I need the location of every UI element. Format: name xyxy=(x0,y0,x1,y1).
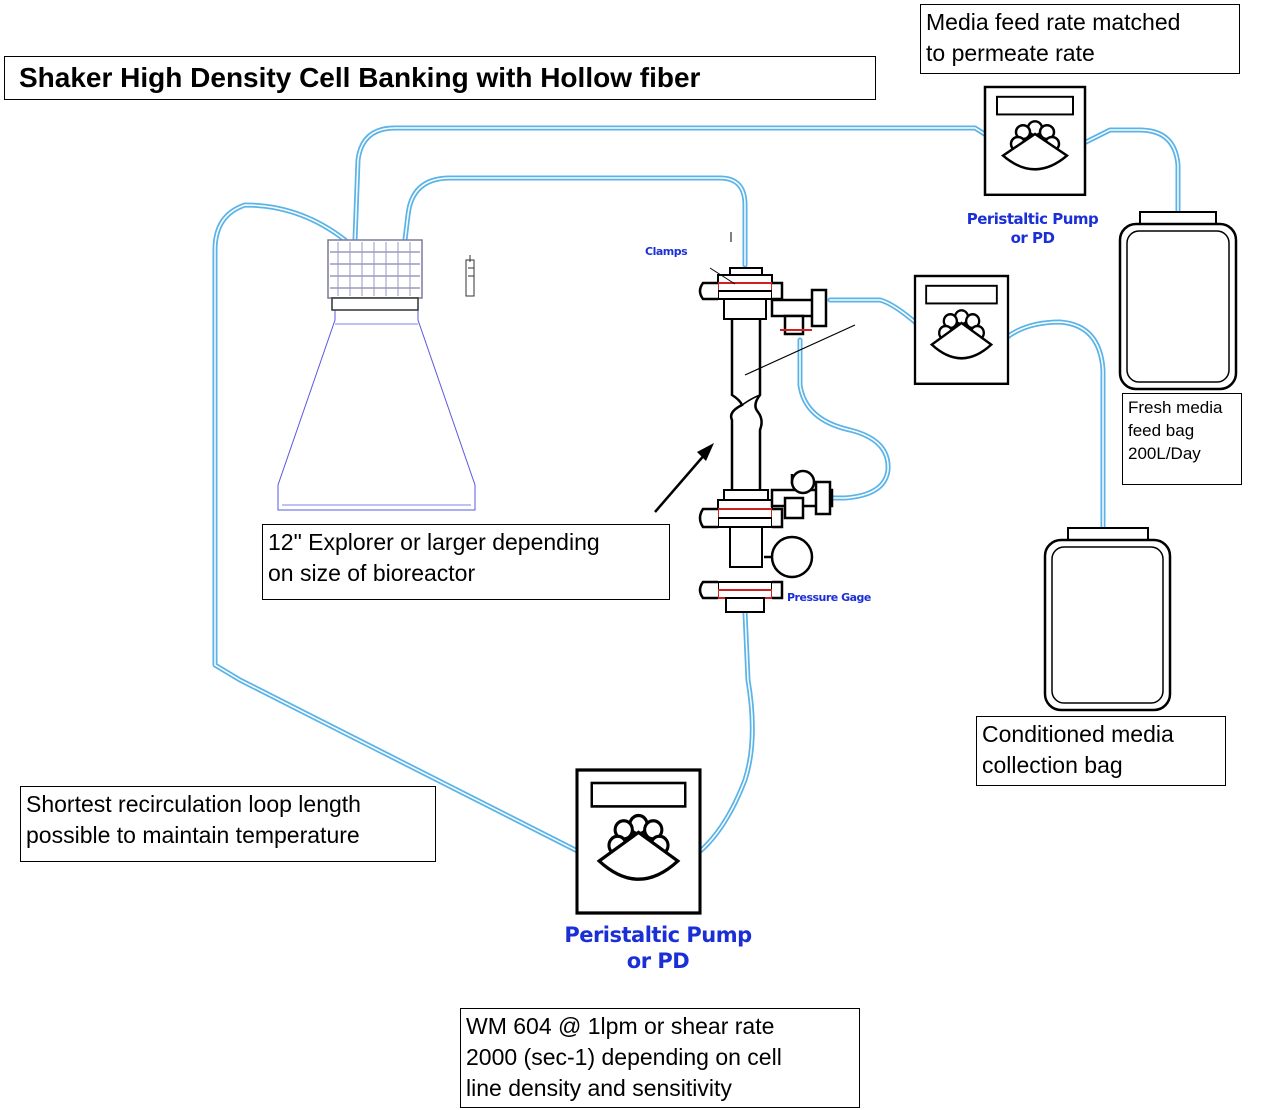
small-fitting-icon xyxy=(465,255,475,297)
tubing xyxy=(212,125,1181,868)
explorer-pointer-arrow xyxy=(654,443,714,513)
note-shear-line-1: WM 604 @ 1lpm or shear rate xyxy=(466,1013,775,1039)
permeate-pump xyxy=(913,274,1010,386)
flask-cap xyxy=(327,239,423,311)
note-media-feed-line-1: Media feed rate matched xyxy=(926,9,1181,35)
note-recirculation-line-2: possible to maintain temperature xyxy=(26,822,360,848)
fresh-media-feed-bag xyxy=(1118,211,1238,391)
permeate-port-bottom xyxy=(770,474,834,520)
tube-pump-to-module-bottom xyxy=(677,609,755,868)
note-recirculation-loop: Shortest recirculation loop length possi… xyxy=(20,786,436,862)
recirculation-pump-label-line-2: or PD xyxy=(626,949,690,973)
media-feed-pump-label-line-1: Peristaltic Pump xyxy=(966,210,1099,228)
recirculation-pump-label-line-1: Peristaltic Pump xyxy=(564,923,752,947)
note-explorer-size: 12" Explorer or larger depending on size… xyxy=(262,524,670,600)
permeate-port-top xyxy=(770,288,828,336)
note-shear-line-3: line density and sensitivity xyxy=(466,1075,732,1101)
note-fresh-media-line-3: 200L/Day xyxy=(1128,444,1201,463)
page-title-text: Shaker High Density Cell Banking with Ho… xyxy=(19,62,701,93)
note-conditioned-media-line-1: Conditioned media xyxy=(982,721,1174,747)
note-conditioned-media-bag: Conditioned media collection bag xyxy=(976,716,1226,786)
recirculation-pump xyxy=(575,768,702,915)
pressure-gage-icon xyxy=(764,469,816,579)
hollow-fiber-module xyxy=(698,267,856,613)
note-media-feed-line-2: to permeate rate xyxy=(926,40,1095,66)
note-fresh-media-line-2: feed bag xyxy=(1128,421,1195,440)
clamps-label: Clamps xyxy=(645,245,688,258)
note-shear-rate: WM 604 @ 1lpm or shear rate 2000 (sec-1)… xyxy=(460,1008,860,1108)
tube-flask-to-media-pump xyxy=(352,125,1013,243)
note-shear-line-2: 2000 (sec-1) depending on cell xyxy=(466,1044,782,1070)
note-explorer-line-1: 12" Explorer or larger depending xyxy=(268,529,600,555)
note-conditioned-media-line-2: collection bag xyxy=(982,752,1123,778)
tube-media-pump-to-feed-bag xyxy=(1067,127,1181,225)
media-feed-pump-label-line-2: or PD xyxy=(1010,229,1055,247)
note-explorer-line-2: on size of bioreactor xyxy=(268,560,476,586)
conditioned-media-collection-bag xyxy=(1043,527,1172,712)
pressure-gage-label: Pressure Gage xyxy=(787,591,871,604)
tube-permeate-bypass-loop xyxy=(797,337,891,501)
module-clamp-handles xyxy=(698,281,784,600)
note-recirculation-line-1: Shortest recirculation loop length xyxy=(26,791,361,817)
note-fresh-media-bag: Fresh media feed bag 200L/Day xyxy=(1122,393,1242,485)
note-media-feed-rate: Media feed rate matched to permeate rate xyxy=(920,4,1240,74)
note-fresh-media-line-1: Fresh media xyxy=(1128,398,1223,417)
page-title: Shaker High Density Cell Banking with Ho… xyxy=(4,56,876,100)
recirculation-pump-label: Peristaltic Pump or PD xyxy=(552,922,764,974)
tube-recirculation-loop xyxy=(212,202,608,868)
media-feed-pump xyxy=(983,85,1087,197)
clamp-leader-line xyxy=(709,267,736,285)
tube-permeate-pump-to-collection-bag xyxy=(995,319,1106,538)
media-feed-pump-label: Peristaltic Pump or PD xyxy=(950,210,1115,248)
tube-flask-to-module-top xyxy=(402,175,748,268)
shake-flask xyxy=(277,239,476,511)
